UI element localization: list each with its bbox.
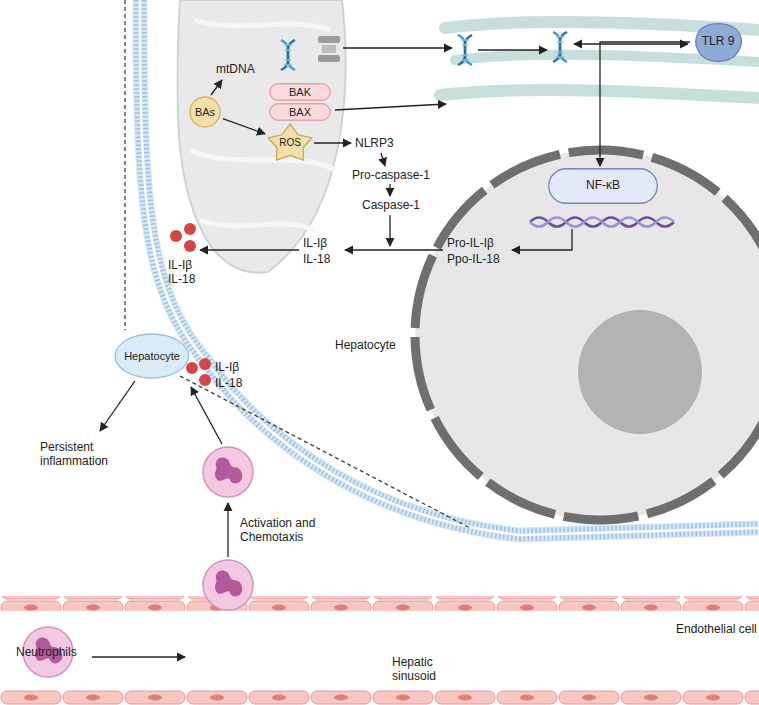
annotation-label: Pro-IL-Iβ xyxy=(447,236,494,250)
annotation-label: IL-18 xyxy=(303,252,330,266)
endothelium xyxy=(0,690,759,705)
annotation-label: NLRP3 xyxy=(355,136,394,150)
protein-box-shape xyxy=(270,84,331,101)
nucleus xyxy=(415,150,759,520)
annotation-label: Pro-caspase-1 xyxy=(352,168,430,182)
nuclear-dna xyxy=(530,218,674,227)
arrow xyxy=(389,184,390,196)
neutrophil xyxy=(203,447,253,497)
cytokine-dot xyxy=(184,223,196,235)
arrow xyxy=(335,104,446,110)
annotation-label: Activation and Chemotaxis xyxy=(240,516,340,545)
double-arrow xyxy=(574,43,688,44)
receptor-blob-shape xyxy=(696,24,741,62)
node-text: BAs xyxy=(195,106,215,119)
pore-part xyxy=(318,55,340,62)
node-text: Hepatocyte xyxy=(124,350,180,363)
annotation-label: Persistent inflammation xyxy=(40,440,125,469)
connector-arrow xyxy=(223,119,265,134)
pathway-arrows xyxy=(92,44,688,657)
ros-star-shape xyxy=(268,124,312,160)
arrow xyxy=(343,47,452,48)
ros-star: ROS xyxy=(267,124,313,162)
mtdna-helix xyxy=(553,32,567,62)
membrane-pore xyxy=(318,36,340,62)
zoom-line xyxy=(180,376,470,528)
arrow xyxy=(345,249,443,250)
annotation-label: Caspase-1 xyxy=(362,198,420,212)
bile-acid-circle: BAs xyxy=(189,96,221,128)
arrow xyxy=(200,249,299,250)
nuclear-envelope xyxy=(415,150,759,520)
mitochondrial-cristae xyxy=(190,20,335,230)
arrow xyxy=(381,153,385,166)
arrow xyxy=(512,229,572,250)
annotation-label: Endothelial cell xyxy=(676,622,757,636)
arrow xyxy=(389,215,390,246)
cytokine-dot xyxy=(186,362,198,374)
pore-part xyxy=(318,36,340,43)
annotation-label: Hepatic sinusoid xyxy=(392,655,452,684)
transcription-factor-box-shape xyxy=(549,169,658,204)
arrow xyxy=(100,381,135,431)
node-text: TLR 9 xyxy=(702,35,735,49)
cytokine-dot xyxy=(170,230,182,242)
arrow xyxy=(314,142,351,143)
cell-membrane xyxy=(140,0,759,535)
membrane-lipids xyxy=(140,0,759,535)
node-text: ROS xyxy=(279,137,301,149)
cell-circle: Hepatocyte xyxy=(114,333,190,379)
cytokine-dot xyxy=(184,240,196,252)
annotation-label: IL-Iβ xyxy=(215,360,239,374)
arrow xyxy=(478,49,547,50)
cytokine-dot xyxy=(199,374,211,386)
nucleolus xyxy=(578,310,702,434)
endothelium xyxy=(0,596,759,611)
transcription-factor-box: NF-κB xyxy=(548,168,658,204)
protein-box: BAX xyxy=(269,103,331,121)
mtdna-helix xyxy=(458,35,472,65)
receptor-blob: TLR 9 xyxy=(692,22,744,62)
protein-box-shape xyxy=(270,104,331,121)
annotation-label: IL-18 xyxy=(215,376,242,390)
cytokine-dot xyxy=(199,358,211,370)
annotation-label: IL-18 xyxy=(168,272,195,286)
node-text: BAK xyxy=(289,86,311,99)
cell-circle-shape xyxy=(115,334,189,378)
arrow xyxy=(211,80,222,95)
annotation-label: mtDNA xyxy=(216,62,255,76)
protein-box: BAK xyxy=(269,83,331,101)
nuclear-dna xyxy=(530,218,674,227)
connector-arrow xyxy=(600,42,690,166)
mitochondrion xyxy=(178,0,346,273)
neutrophil xyxy=(203,560,253,610)
arrow xyxy=(92,656,185,657)
bile-acid-circle-shape xyxy=(190,97,220,127)
arrow xyxy=(191,387,222,444)
node-text: NF-κB xyxy=(586,179,620,193)
zoom-line xyxy=(124,0,125,330)
arrow xyxy=(227,503,228,557)
membrane-core xyxy=(140,0,759,535)
annotation-label: Hepatocyte xyxy=(335,338,396,352)
pore-part xyxy=(322,45,336,53)
mtdna-helix xyxy=(281,40,295,70)
annotation-label: IL-Iβ xyxy=(168,258,192,272)
node-text: BAX xyxy=(289,106,311,119)
annotation-label: Neutrophils xyxy=(16,645,77,659)
annotation-label: IL-Iβ xyxy=(303,236,327,250)
annotation-label: Ppo-IL-18 xyxy=(447,252,500,266)
